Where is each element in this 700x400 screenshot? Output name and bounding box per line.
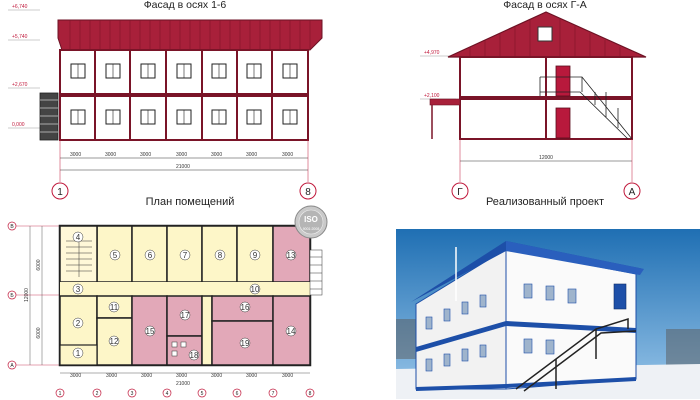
room-17: 17 xyxy=(181,311,190,320)
axis-g: Г xyxy=(457,187,463,198)
facade-span-4: 3000 xyxy=(176,152,187,158)
facade-span-3: 3000 xyxy=(140,152,151,158)
room-12: 12 xyxy=(110,337,119,346)
facade-1-6-title: Фасад в осях 1-6 xyxy=(143,0,227,11)
room-13: 13 xyxy=(287,251,296,260)
facade-1-6-drawing: +6,740 +5,740 +2,670 0,000 xyxy=(8,4,323,200)
facade-1-6-dimensions: 3000 3000 3000 3000 3000 3000 3000 21000 xyxy=(60,152,308,171)
svg-text:2: 2 xyxy=(96,391,99,397)
facade-span-7: 3000 xyxy=(282,152,293,158)
level-mark-g-1: +4,970 xyxy=(424,50,440,56)
room-18: 18 xyxy=(190,351,199,360)
level-mark-2: +5,740 xyxy=(12,34,28,40)
axis-1: 1 xyxy=(57,187,63,198)
room-8: 8 xyxy=(218,251,223,260)
facade-span-1: 3000 xyxy=(70,152,81,158)
svg-text:3: 3 xyxy=(131,391,134,397)
plan-room-numbers: 1 2 3 4 5 6 7 8 9 10 11 12 13 14 15 16 1… xyxy=(72,231,297,361)
facade-g-a-door-lower xyxy=(555,107,571,139)
plan-title: План помещений xyxy=(145,196,235,208)
axis-a: А xyxy=(629,187,636,198)
room-2: 2 xyxy=(76,319,81,328)
plan-col-axes: 1 2 3 4 5 6 7 8 xyxy=(55,388,315,398)
facade-total: 21000 xyxy=(176,164,190,170)
facade-g-a-stair xyxy=(539,76,633,140)
facade-g-a-door-upper xyxy=(555,65,571,97)
svg-text:1: 1 xyxy=(59,391,62,397)
room-1: 1 xyxy=(76,349,81,358)
svg-text:3000: 3000 xyxy=(141,373,152,379)
facade-1-6-stair xyxy=(39,92,59,141)
axis-8: 8 xyxy=(305,187,311,198)
svg-text:3000: 3000 xyxy=(211,373,222,379)
svg-text:3000: 3000 xyxy=(246,373,257,379)
room-7: 7 xyxy=(183,251,188,260)
iso-badge-top: ISO xyxy=(304,215,318,224)
facade-span-6: 3000 xyxy=(246,152,257,158)
facade-1-6-axis-markers: 1 8 xyxy=(51,140,317,200)
svg-text:3000: 3000 xyxy=(282,373,293,379)
plan-row-dim-lower: 6000 xyxy=(36,327,42,338)
facade-g-a-title: Фасад в осях Г-А xyxy=(503,0,587,11)
level-mark-3: +2,670 xyxy=(12,82,28,88)
room-15a: 15 xyxy=(146,327,155,336)
facade-g-a-drawing: +4,970 +2,100 12000 Г А xyxy=(420,11,647,200)
plan-total: 21000 xyxy=(176,381,190,387)
photo-title: Реализованный проект xyxy=(485,196,605,208)
svg-text:3000: 3000 xyxy=(70,373,81,379)
project-photo xyxy=(396,229,700,399)
photo-door xyxy=(613,283,627,310)
plan-row-dim-upper: 6000 xyxy=(36,259,42,270)
room-16: 16 xyxy=(241,303,250,312)
iso-badge: ISO 9001:2008 xyxy=(294,205,328,239)
facade-g-a-axis-markers: Г А xyxy=(451,139,641,200)
room-6: 6 xyxy=(148,251,153,260)
room-19: 19 xyxy=(241,339,250,348)
svg-text:3000: 3000 xyxy=(106,373,117,379)
room-10: 10 xyxy=(251,285,260,294)
facade-g-a-total: 12000 xyxy=(539,155,553,161)
level-mark-4: 0,000 xyxy=(12,122,25,128)
svg-text:8: 8 xyxy=(309,391,312,397)
iso-badge-bottom: 9001:2008 xyxy=(303,227,320,231)
room-14: 14 xyxy=(287,327,296,336)
room-11: 11 xyxy=(110,303,119,312)
svg-text:4: 4 xyxy=(166,391,169,397)
photo-stair xyxy=(515,317,637,392)
svg-text:А: А xyxy=(10,363,14,369)
plan-row-dim-total: 12000 xyxy=(24,288,30,302)
svg-text:3000: 3000 xyxy=(176,373,187,379)
plan-dimensions: 3000 3000 3000 3000 3000 3000 3000 21000 xyxy=(60,372,310,387)
svg-text:5: 5 xyxy=(201,391,204,397)
facade-span-2: 3000 xyxy=(105,152,116,158)
facade-g-a-canopy xyxy=(429,98,461,139)
svg-text:Б: Б xyxy=(10,293,14,299)
room-3: 3 xyxy=(76,285,81,294)
level-mark-1: +6,740 xyxy=(12,4,28,10)
svg-text:В: В xyxy=(10,224,14,230)
level-mark-g-2: +2,100 xyxy=(424,93,440,99)
floor-plan: В Б А 6000 6000 12000 xyxy=(7,205,328,398)
plan-right-stair xyxy=(309,249,323,296)
facade-span-5: 3000 xyxy=(211,152,222,158)
svg-text:6: 6 xyxy=(236,391,239,397)
plan-row-axes: В Б А xyxy=(7,221,60,370)
facade-1-6-level-marks: +6,740 +5,740 +2,670 0,000 xyxy=(8,4,40,129)
room-4: 4 xyxy=(76,233,81,242)
room-9: 9 xyxy=(253,251,258,260)
svg-text:7: 7 xyxy=(272,391,275,397)
room-5: 5 xyxy=(113,251,118,260)
